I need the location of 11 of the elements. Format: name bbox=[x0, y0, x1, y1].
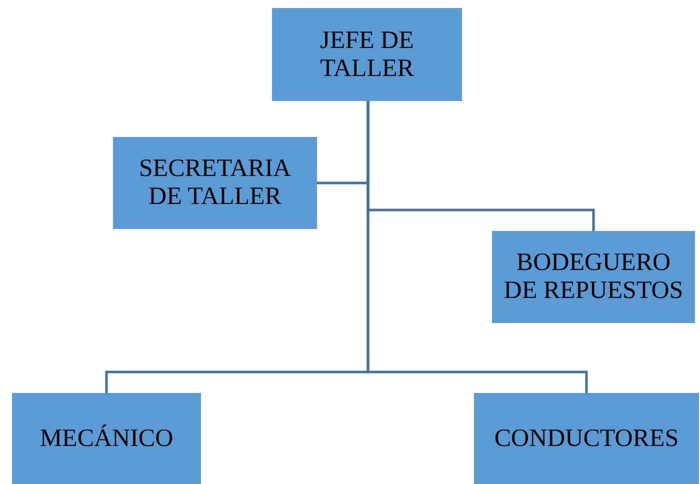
role-box bbox=[272, 8, 462, 101]
role-box bbox=[12, 393, 201, 484]
role-title: JEFE DE TALLER bbox=[319, 26, 415, 82]
role-title: CONDUCTORES bbox=[494, 424, 679, 452]
role-title: BODEGUERO DE REPUESTOS bbox=[502, 249, 684, 305]
role-box bbox=[113, 137, 317, 229]
role-box bbox=[492, 231, 695, 323]
role-title: SECRETARIA DE TALLER bbox=[138, 155, 292, 211]
role-title: MECÁNICO bbox=[40, 424, 174, 452]
role-box bbox=[474, 393, 699, 484]
connector-line bbox=[366, 101, 588, 393]
